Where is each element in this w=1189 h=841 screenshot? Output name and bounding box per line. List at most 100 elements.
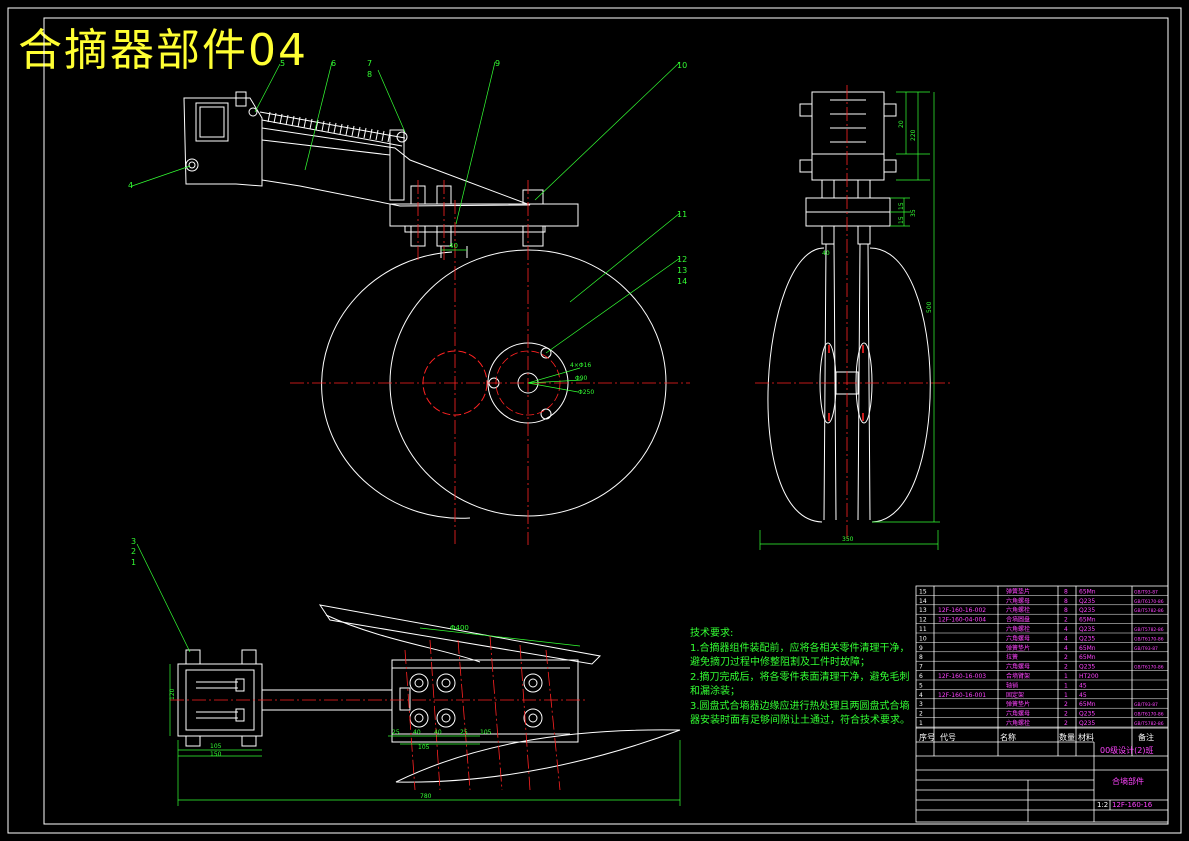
tb-header-note: 备注 xyxy=(1138,732,1154,742)
parts-row-10-note: GB/T6170-86 xyxy=(1134,636,1164,642)
parts-row-13-note: GB/T5782-86 xyxy=(1134,608,1164,614)
notes-line-2: 2.摘刀完成后，将各零件表面清理干净，避免毛刺和漏涂装； xyxy=(690,671,910,698)
parts-row-14-seq: 14 xyxy=(919,598,927,605)
balloon-11: 11 xyxy=(677,210,687,219)
parts-row-9-mat: 65Mn xyxy=(1079,645,1096,652)
balloon-5: 5 xyxy=(280,59,285,68)
parts-row-2-seq: 2 xyxy=(919,711,923,718)
balloon-4: 4 xyxy=(128,181,133,190)
notes-line-1: 1.合摘器组件装配前，应将各相关零件清理干净，避免摘刀过程中修整阻割及工件时故障… xyxy=(690,642,910,669)
balloon-12: 12 xyxy=(677,255,687,264)
dim-plan-6: 25 xyxy=(460,729,468,736)
parts-row-2-name: 六角螺母 xyxy=(1006,710,1030,718)
parts-row-9-note: GB/T93-87 xyxy=(1134,646,1158,652)
parts-row-2-note: GB/T6170-86 xyxy=(1134,712,1164,718)
balloon-10: 10 xyxy=(677,61,687,70)
title-block xyxy=(915,585,1169,823)
balloon-6: 6 xyxy=(331,59,336,68)
parts-row-8-mat: 65Mn xyxy=(1079,654,1096,661)
dim-side-1: 220 xyxy=(910,129,917,141)
parts-row-10-qty: 4 xyxy=(1064,635,1068,642)
parts-row-6-name: 合墒臂架 xyxy=(1006,672,1030,680)
parts-row-15-mat: 65Mn xyxy=(1079,588,1096,595)
parts-row-3-note: GB/T93-87 xyxy=(1134,702,1158,708)
dim-front-2: Φ90 xyxy=(575,375,588,382)
dim-front-1: 4×Φ16 xyxy=(570,362,591,369)
parts-row-3-seq: 3 xyxy=(919,701,923,708)
parts-row-5-qty: 1 xyxy=(1064,682,1068,689)
parts-row-3-qty: 2 xyxy=(1064,701,1068,708)
parts-row-10-mat: Q235 xyxy=(1079,635,1095,642)
parts-row-1-seq: 1 xyxy=(919,720,923,727)
dim-plan-7: 105 xyxy=(210,743,222,750)
parts-row-7-seq: 7 xyxy=(919,664,923,671)
tb-header-code: 代号 xyxy=(940,732,956,742)
parts-row-4-qty: 1 xyxy=(1064,692,1068,699)
tb-part-name: 合墒部件 xyxy=(1112,776,1144,786)
parts-row-7-qty: 2 xyxy=(1064,664,1068,671)
parts-row-5-mat: 45 xyxy=(1079,682,1087,689)
tb-design: 00级设计(2)班 xyxy=(1100,745,1154,755)
parts-row-15-note: GB/T93-87 xyxy=(1134,589,1158,595)
tb-drawing-no: 12F-160-16 xyxy=(1112,801,1153,809)
parts-row-11-note: GB/T5782-86 xyxy=(1134,627,1164,633)
parts-row-10-seq: 10 xyxy=(919,635,927,642)
balloon-13: 13 xyxy=(677,266,687,275)
tb-header-name: 名称 xyxy=(1000,732,1016,742)
dim-plan-2: 25 xyxy=(392,729,400,736)
parts-row-6-code: 12F-160-16-003 xyxy=(938,673,986,680)
parts-row-8-qty: 2 xyxy=(1064,654,1068,661)
parts-row-15-qty: 8 xyxy=(1064,588,1068,595)
plan-view xyxy=(177,604,681,783)
tb-header-qty: 数量 xyxy=(1059,732,1075,742)
parts-row-14-mat: Q235 xyxy=(1079,598,1095,605)
parts-row-5-seq: 5 xyxy=(919,682,923,689)
parts-row-12-code: 12F-160-04-004 xyxy=(938,617,986,624)
parts-row-9-name: 弹簧垫片 xyxy=(1006,644,1030,652)
parts-row-11-seq: 11 xyxy=(919,626,927,633)
balloon-3: 3 xyxy=(131,537,136,546)
dim-front-3: Φ250 xyxy=(578,389,594,396)
parts-row-10-name: 六角螺母 xyxy=(1006,634,1030,642)
parts-row-13-code: 12F-160-16-002 xyxy=(938,607,986,614)
dim-side-5: 500 xyxy=(926,301,933,313)
parts-row-1-mat: Q235 xyxy=(1079,720,1095,727)
parts-row-9-seq: 9 xyxy=(919,645,923,652)
parts-row-7-name: 六角螺母 xyxy=(1006,663,1030,671)
tb-header-seq: 序号 xyxy=(919,732,935,742)
dim-plan-8: 105 xyxy=(480,729,492,736)
notes-heading: 技术要求: xyxy=(690,628,734,639)
parts-row-12-qty: 2 xyxy=(1064,617,1068,624)
parts-row-11-name: 六角螺栓 xyxy=(1006,625,1030,633)
parts-row-2-qty: 2 xyxy=(1064,711,1068,718)
parts-row-13-qty: 8 xyxy=(1064,607,1068,614)
dim-plan-10: 780 xyxy=(420,793,432,800)
balloon-7: 7 xyxy=(367,59,372,68)
parts-row-4-code: 12F-160-16-001 xyxy=(938,692,986,699)
parts-row-12-mat: 65Mn xyxy=(1079,617,1096,624)
parts-row-3-name: 弹簧垫片 xyxy=(1006,700,1030,708)
technical-notes: 技术要求: 1.合摘器组件装配前，应将各相关零件清理干净，避免摘刀过程中修整阻割… xyxy=(690,627,912,729)
front-view xyxy=(183,91,667,519)
parts-row-14-qty: 8 xyxy=(1064,598,1068,605)
dim-side-4: 35 xyxy=(910,209,917,217)
balloon-9: 9 xyxy=(495,59,500,68)
dim-plan-5: 105 xyxy=(418,744,430,751)
parts-row-8-name: 拉簧 xyxy=(1006,653,1018,661)
parts-row-5-name: 轴销 xyxy=(1006,681,1018,689)
parts-row-4-mat: 45 xyxy=(1079,692,1087,699)
dim-plan-4: 40 xyxy=(434,729,442,736)
parts-row-2-mat: Q235 xyxy=(1079,711,1095,718)
parts-row-14-name: 六角螺母 xyxy=(1006,597,1030,605)
dim-side-3: 15 xyxy=(898,216,905,224)
dim-side-6: 350 xyxy=(842,536,854,543)
parts-row-12-seq: 12 xyxy=(919,617,927,624)
parts-row-3-mat: 65Mn xyxy=(1079,701,1096,708)
tb-scale: 1:2 xyxy=(1097,801,1108,809)
parts-row-13-mat: Q235 xyxy=(1079,607,1095,614)
parts-row-11-qty: 4 xyxy=(1064,626,1068,633)
parts-row-7-mat: Q235 xyxy=(1079,664,1095,671)
dim-side-2: 15 xyxy=(898,202,905,210)
parts-row-13-seq: 13 xyxy=(919,607,927,614)
